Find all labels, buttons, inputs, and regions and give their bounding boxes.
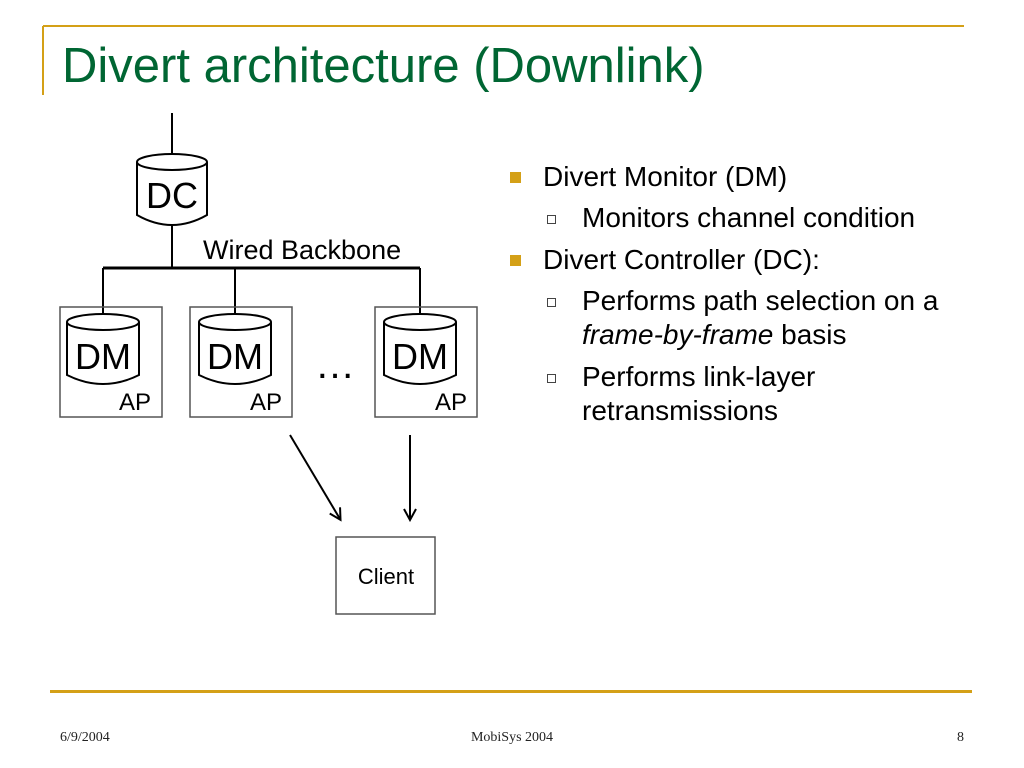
dc-cylinder bbox=[136, 153, 208, 226]
client-box bbox=[335, 536, 436, 615]
ap-box-2 bbox=[189, 306, 293, 418]
dm-cylinder-3 bbox=[383, 313, 457, 385]
footer-page-number: 8 bbox=[957, 730, 964, 745]
client-label: Client bbox=[358, 564, 414, 589]
bullet-text: Divert Monitor (DM) bbox=[543, 161, 788, 192]
bullet-divert-controller: Divert Controller (DC): bbox=[508, 243, 948, 276]
dm-label-2: DM bbox=[207, 336, 263, 377]
ap-label-2: AP bbox=[250, 389, 282, 416]
bullet-text: Divert Controller (DC): bbox=[543, 244, 820, 275]
bullet-list: Divert Monitor (DM) Monitors channel con… bbox=[508, 160, 948, 436]
bullet-divert-monitor: Divert Monitor (DM) bbox=[508, 160, 948, 193]
sub-bullet-path-selection: Performs path selection on a frame-by-fr… bbox=[508, 284, 948, 352]
dm-label-1: DM bbox=[75, 336, 131, 377]
sub-bullet-retransmissions: Performs link-layer retransmissions bbox=[508, 360, 948, 428]
downlink-arrow-1 bbox=[289, 434, 340, 519]
footer-divider bbox=[50, 690, 972, 693]
sub-bullet-monitors-channel: Monitors channel condition bbox=[508, 201, 948, 235]
ap-label-1: AP bbox=[119, 389, 151, 416]
ap-box-3 bbox=[374, 306, 478, 418]
title-frame-decoration bbox=[42, 25, 964, 95]
wired-backbone-label: Wired Backbone bbox=[203, 235, 401, 265]
dm-label-3: DM bbox=[392, 336, 448, 377]
sub-bullet-text: Monitors channel condition bbox=[582, 202, 916, 233]
dm-cylinder-2 bbox=[198, 313, 272, 385]
ap-box-1 bbox=[59, 306, 163, 418]
ap-ellipsis: … bbox=[315, 343, 355, 387]
hollow-square-bullet-icon bbox=[547, 374, 556, 383]
footer-date: 6/9/2004 bbox=[60, 730, 110, 745]
sub-bullet-text-pre: Performs path selection on a bbox=[582, 285, 939, 316]
square-bullet-icon bbox=[510, 255, 521, 266]
sub-bullet-text-emphasis: frame-by-frame bbox=[582, 319, 774, 350]
hollow-square-bullet-icon bbox=[547, 215, 556, 224]
sub-bullet-text: Performs link-layer retransmissions bbox=[582, 361, 816, 426]
hollow-square-bullet-icon bbox=[547, 298, 556, 307]
dc-label: DC bbox=[146, 175, 198, 216]
square-bullet-icon bbox=[510, 172, 521, 183]
footer-conference: MobiSys 2004 bbox=[470, 730, 554, 745]
sub-bullet-text-post: basis bbox=[773, 319, 847, 350]
dm-cylinder-1 bbox=[66, 313, 140, 385]
slide-title: Divert architecture (Downlink) bbox=[62, 39, 705, 93]
ap-label-3: AP bbox=[435, 389, 467, 416]
